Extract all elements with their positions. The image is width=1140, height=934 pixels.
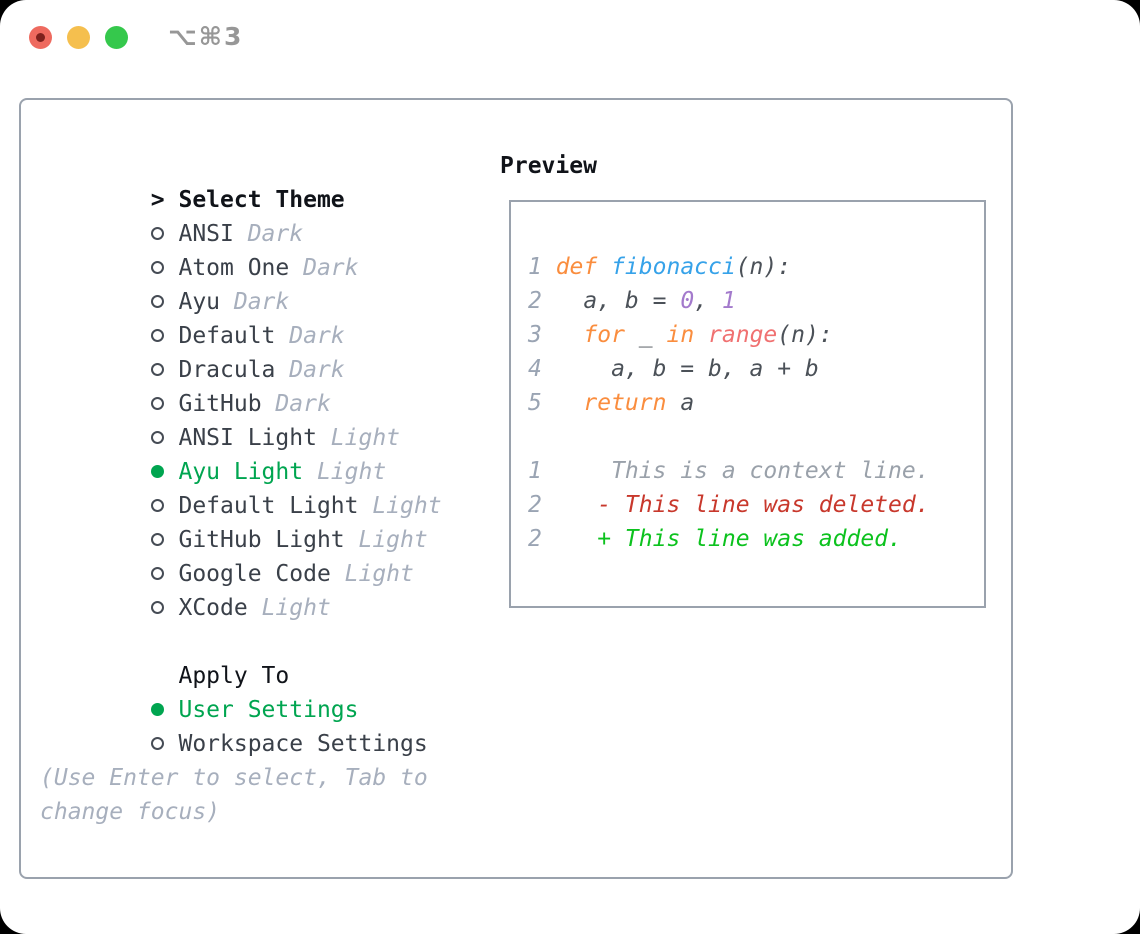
- line-number: 2: [528, 288, 542, 314]
- line-number: 3: [528, 322, 542, 348]
- theme-option-ayu-dark[interactable]: Ayu Dark: [40, 251, 442, 315]
- line-number: 5: [528, 390, 542, 416]
- radio-unselected-icon: [150, 285, 179, 319]
- theme-name: Google Code: [178, 561, 331, 587]
- zoom-button[interactable]: [105, 26, 128, 49]
- theme-option-ansi-light[interactable]: ANSI Light Light: [40, 387, 442, 451]
- window-title: ⌥⌘3: [168, 22, 244, 51]
- diff-added-line: 2 + This line was added.: [528, 522, 984, 556]
- theme-option-ayu-light[interactable]: Ayu Light Light: [40, 421, 442, 485]
- theme-name: GitHub: [178, 391, 262, 417]
- blank-line: [528, 420, 984, 454]
- line-number: 1: [528, 254, 542, 280]
- radio-unselected-icon: [150, 421, 179, 455]
- radio-selected-icon: [150, 693, 179, 727]
- theme-variant: Dark: [303, 255, 359, 281]
- radio-selected-icon: [150, 455, 179, 489]
- theme-name: Ayu: [178, 289, 221, 315]
- theme-variant: Light: [316, 459, 387, 485]
- theme-variant: Light: [358, 527, 428, 553]
- theme-variant: Dark: [289, 357, 345, 383]
- apply-option-workspace-settings[interactable]: Workspace Settings: [40, 693, 442, 757]
- radio-unselected-icon: [150, 489, 179, 523]
- theme-variant: Light: [330, 425, 401, 451]
- radio-unselected-icon: [150, 387, 179, 421]
- radio-unselected-icon: [150, 251, 179, 285]
- diff-deleted-line: 2 - This line was deleted.: [528, 488, 984, 522]
- apply-option-label: User Settings: [178, 697, 359, 723]
- theme-option-google-code-light[interactable]: Google Code Light: [40, 523, 442, 587]
- theme-name: Ayu Light: [178, 459, 304, 485]
- theme-name: ANSI Light: [178, 425, 317, 451]
- focus-caret-icon: >: [150, 187, 165, 213]
- radio-unselected-icon: [150, 591, 179, 625]
- radio-unselected-icon: [150, 217, 179, 251]
- theme-option-ansi-dark[interactable]: ANSI Dark: [40, 183, 442, 247]
- close-button[interactable]: [29, 26, 52, 49]
- apply-to-header: Apply To: [40, 625, 442, 689]
- hint-text-line2: change focus): [40, 799, 221, 825]
- select-theme-title: Select Theme: [178, 187, 345, 213]
- theme-name: ANSI: [178, 221, 234, 247]
- apply-option-label: Workspace Settings: [178, 731, 428, 757]
- theme-option-xcode-light[interactable]: XCode Light: [40, 557, 442, 621]
- theme-name: Default Light: [178, 493, 359, 519]
- theme-variant: Dark: [233, 289, 290, 315]
- theme-name: Dracula: [178, 357, 276, 383]
- line-number: 4: [528, 356, 542, 382]
- apply-to-title: Apply To: [178, 663, 290, 689]
- theme-option-github-dark[interactable]: GitHub Dark: [40, 353, 442, 417]
- code-line: 4 a, b = b, a + b: [528, 352, 984, 386]
- code-line: 5 return a: [528, 386, 984, 420]
- theme-option-default-dark[interactable]: Default Dark: [40, 285, 442, 349]
- theme-variant: Dark: [247, 221, 304, 247]
- line-number: 2: [528, 526, 542, 552]
- hint-text-line1: (Use Enter to select, Tab to: [40, 765, 428, 791]
- theme-variant: Light: [372, 493, 442, 519]
- minimize-button[interactable]: [67, 26, 90, 49]
- theme-name: GitHub Light: [178, 527, 345, 553]
- theme-name: XCode: [178, 595, 248, 621]
- code-line: 2 a, b = 0, 1: [528, 284, 984, 318]
- radio-unselected-icon: [150, 727, 179, 761]
- radio-unselected-icon: [150, 353, 179, 387]
- theme-option-default-light[interactable]: Default Light Light: [40, 455, 442, 519]
- theme-option-atom-one-dark[interactable]: Atom One Dark: [40, 217, 442, 281]
- select-theme-header: > Select Theme: [40, 149, 442, 213]
- theme-option-dracula-dark[interactable]: Dracula Dark: [40, 319, 442, 383]
- radio-unselected-icon: [150, 557, 179, 591]
- code-line: 3 for _ in range(n):: [528, 318, 984, 352]
- line-number: 2: [528, 492, 542, 518]
- theme-variant: Light: [261, 595, 331, 621]
- theme-variant: Light: [344, 561, 414, 587]
- apply-option-user-settings[interactable]: User Settings: [40, 659, 442, 723]
- line-number: 1: [528, 458, 542, 484]
- theme-option-github-light[interactable]: GitHub Light Light: [40, 489, 442, 553]
- preview-title: Preview: [500, 153, 597, 179]
- theme-name: Atom One: [178, 255, 290, 281]
- theme-name: Default: [178, 323, 276, 349]
- radio-unselected-icon: [150, 523, 179, 557]
- radio-unselected-icon: [150, 319, 179, 353]
- theme-variant: Dark: [275, 391, 331, 417]
- theme-variant: Dark: [289, 323, 345, 349]
- window-titlebar: ⌥⌘3: [0, 0, 1140, 74]
- diff-context-line: 1 This is a context line.: [528, 454, 984, 488]
